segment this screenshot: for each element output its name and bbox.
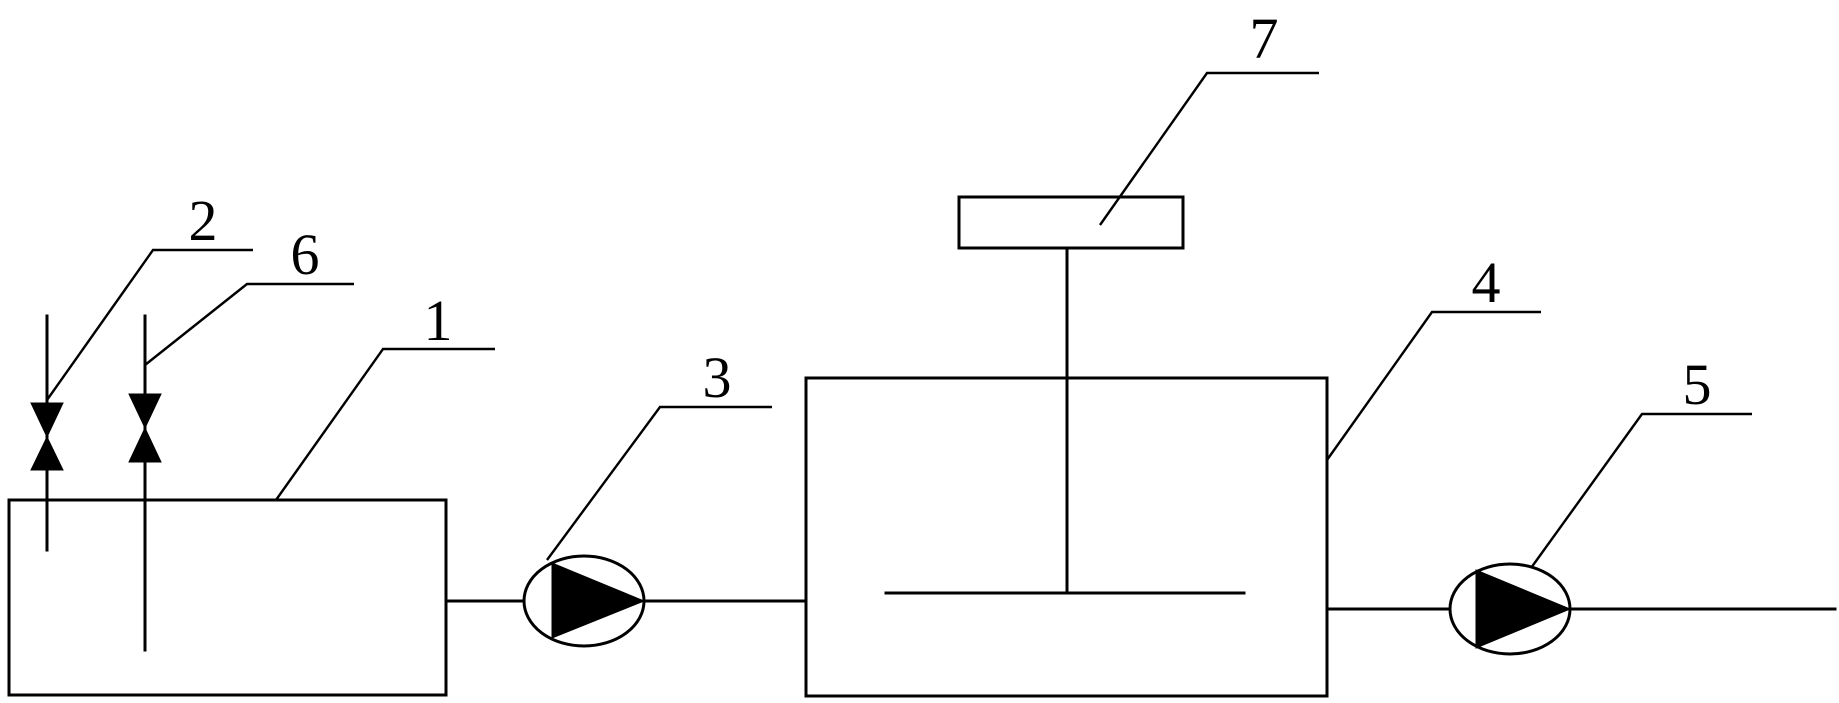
- leader-7: [1099, 71, 1319, 226]
- label-5: 5: [1683, 352, 1712, 417]
- valve-6-upper-triangle: [128, 393, 162, 430]
- tank-1: [7, 498, 448, 697]
- label-2: 2: [189, 188, 218, 253]
- pump-5: [1448, 562, 1572, 656]
- leader-2: [46, 248, 253, 401]
- pump-3-triangle-icon: [551, 562, 646, 639]
- valve-2-inlet: [30, 314, 64, 552]
- label-6: 6: [291, 222, 320, 287]
- label-4: 4: [1472, 250, 1501, 315]
- agitator: [884, 246, 1246, 595]
- leader-4: [1326, 310, 1541, 461]
- leader-5: [1530, 412, 1752, 569]
- leader-1: [275, 347, 495, 501]
- label-1: 1: [424, 288, 453, 353]
- leader-3: [546, 405, 772, 561]
- leader-lines: [46, 71, 1752, 569]
- valve-2-lower-triangle: [30, 435, 64, 471]
- valve-6-lower-triangle: [128, 426, 162, 463]
- leader-6: [144, 282, 354, 366]
- pump-3: [522, 554, 646, 648]
- pump-5-triangle-icon: [1475, 569, 1572, 649]
- motor-7: [957, 195, 1185, 250]
- label-7: 7: [1250, 6, 1279, 71]
- valve-2-upper-triangle: [30, 402, 64, 439]
- valve-6-inlet: [128, 314, 162, 652]
- label-3: 3: [703, 345, 732, 410]
